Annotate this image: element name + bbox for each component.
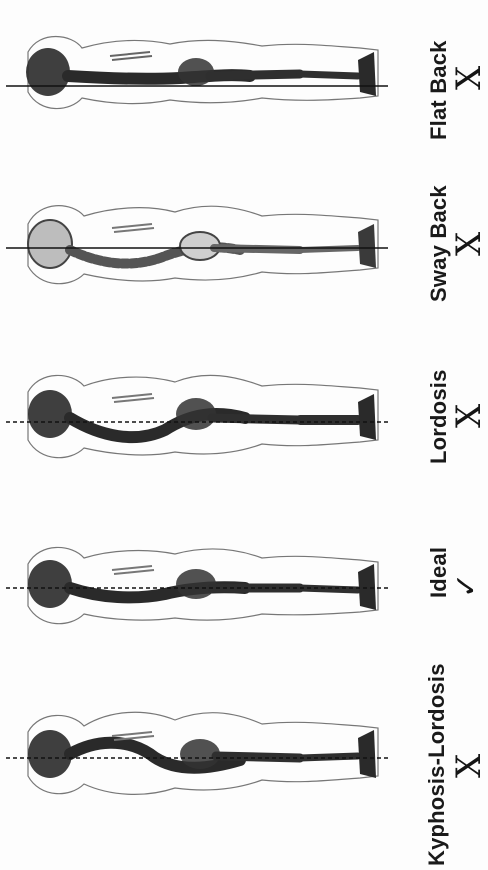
x-mark-icon: X: [452, 232, 486, 256]
x-mark-icon: X: [452, 66, 486, 90]
posture-label: Flat Back: [426, 40, 452, 140]
sway-back-figure: [0, 172, 400, 332]
x-mark-icon: X: [452, 404, 486, 428]
flat-back-figure: [0, 0, 400, 160]
x-mark-icon: X: [452, 754, 486, 778]
posture-sway-back: Sway Back X: [0, 172, 488, 344]
posture-label: Kyphosis-Lordosis: [424, 663, 450, 866]
ideal-figure: [0, 514, 400, 674]
kyphosis-lordosis-figure: [0, 680, 400, 840]
lordosis-figure: [0, 344, 400, 504]
posture-ideal: Ideal ✓: [0, 514, 488, 680]
posture-flat-back: Flat Back X: [0, 0, 488, 172]
checkmark-icon: ✓: [452, 573, 482, 598]
posture-kyphosis-lordosis: Kyphosis-Lordosis X: [0, 680, 488, 870]
posture-lordosis: Lordosis X: [0, 344, 488, 514]
